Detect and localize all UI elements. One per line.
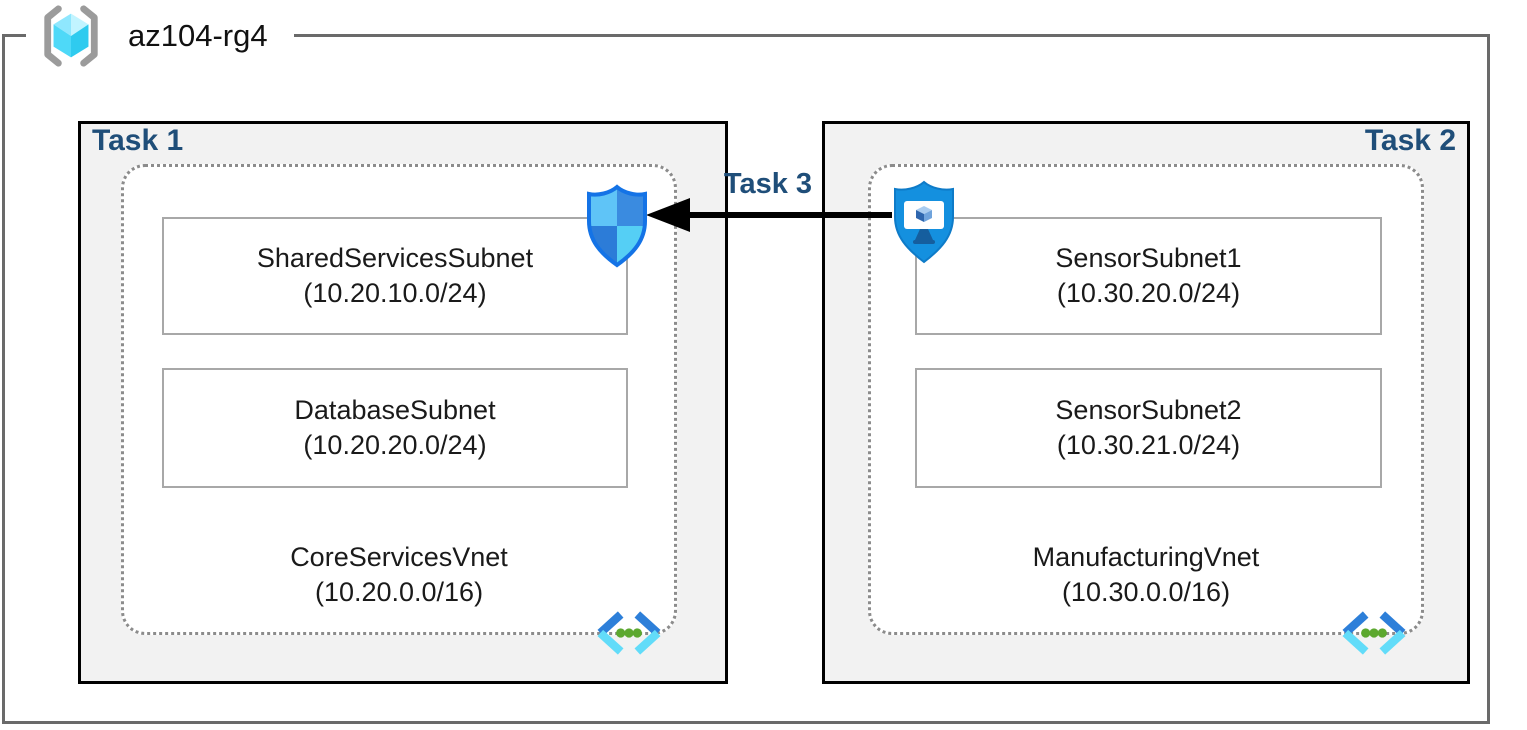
manufacturing-vnet-label: ManufacturingVnet (10.30.0.0/16) (868, 540, 1424, 610)
subnet-name: SensorSubnet2 (1055, 395, 1242, 425)
resource-group-frame (2, 34, 1490, 724)
subnet-cidr: (10.30.20.0/24) (1056, 278, 1241, 308)
subnet-cidr: (10.30.21.0/24) (1056, 430, 1241, 460)
task1-label: Task 1 (92, 124, 184, 157)
vnet-name: ManufacturingVnet (1032, 542, 1260, 572)
subnet-cidr: (10.20.20.0/24) (303, 430, 487, 460)
subnet-name: DatabaseSubnet (294, 395, 496, 425)
subnet-cidr: (10.20.10.0/24) (303, 278, 487, 308)
resource-group-header: az104-rg4 (26, 0, 294, 72)
task3-arrow-shaft (686, 212, 892, 218)
core-services-vnet-label: CoreServicesVnet (10.20.0.0/16) (121, 540, 677, 610)
bastion-shield-monitor-icon (891, 179, 957, 265)
database-subnet-box: DatabaseSubnet (10.20.20.0/24) (162, 368, 628, 488)
virtual-network-chevrons-icon (1337, 606, 1411, 660)
subnet-name: SharedServicesSubnet (256, 243, 534, 273)
resource-group-name: az104-rg4 (128, 18, 268, 53)
sensor-subnet1-box: SensorSubnet1 (10.30.20.0/24) (915, 217, 1382, 335)
virtual-network-chevrons-icon (592, 606, 666, 660)
vnet-cidr: (10.20.0.0/16) (314, 577, 484, 607)
network-security-shield-icon (584, 183, 650, 269)
task3-label: Task 3 (723, 168, 813, 200)
shared-services-subnet-box: SharedServicesSubnet (10.20.10.0/24) (162, 217, 628, 335)
subnet-name: SensorSubnet1 (1055, 243, 1242, 273)
task2-label: Task 2 (1364, 124, 1456, 157)
task3-arrow-head (646, 198, 690, 232)
vnet-cidr: (10.30.0.0/16) (1061, 577, 1231, 607)
sensor-subnet2-box: SensorSubnet2 (10.30.21.0/24) (915, 368, 1382, 488)
vnet-name: CoreServicesVnet (290, 542, 508, 572)
resource-group-icon (34, 3, 108, 69)
